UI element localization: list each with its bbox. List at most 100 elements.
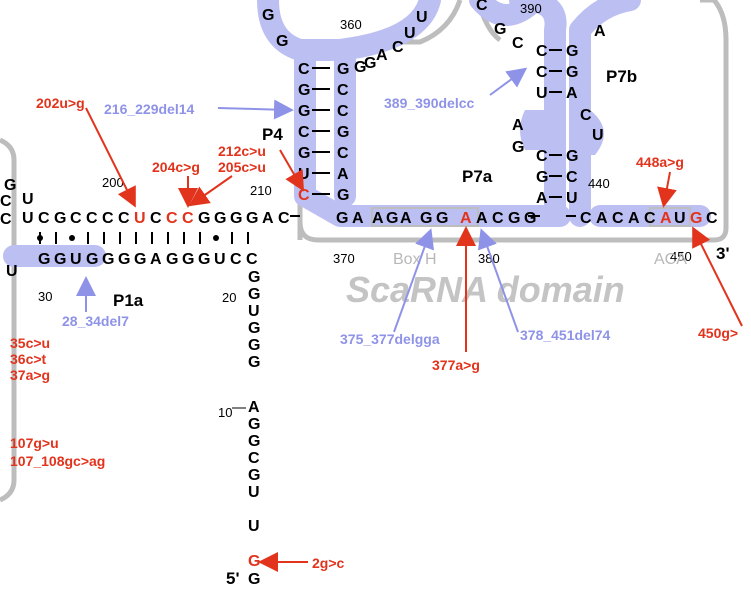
helix-label-p7b: P7b (606, 67, 637, 86)
nt: U (566, 190, 578, 207)
three-prime-strand: C A C A C A U G C (580, 210, 718, 227)
nt: C (337, 145, 349, 162)
nt: G (524, 210, 536, 227)
nt: G (182, 251, 194, 268)
nt: C (492, 210, 504, 227)
position-number: 450 (670, 249, 692, 264)
nt: G (337, 61, 349, 78)
nt: G (248, 433, 260, 450)
position-number: 10 (218, 405, 232, 420)
position-number: 370 (333, 251, 355, 266)
nt: U (248, 518, 260, 535)
wobble-dots (37, 235, 219, 241)
nt: C (248, 450, 260, 467)
nt: U (298, 166, 310, 183)
mutation-label: 107_108gc>ag (10, 453, 105, 469)
nt: C (476, 0, 488, 14)
nt: U (70, 251, 82, 268)
deletion-mutations: 216_229del14 389_390delcc 28_34del7 375_… (62, 95, 611, 347)
nt: C (706, 210, 718, 227)
nt: G (566, 148, 578, 165)
nt: C (580, 107, 592, 124)
left-domain-outline (0, 137, 17, 503)
nt: A (512, 117, 524, 134)
position-number: 360 (340, 17, 362, 32)
p4-loop: G G A C U U G G (262, 7, 428, 76)
nt: G (198, 210, 210, 227)
nt: C (70, 210, 82, 227)
nt: G (248, 354, 260, 371)
nt: C (536, 64, 548, 81)
left-fragment: G U C C U (0, 177, 34, 280)
nt: G (248, 467, 260, 484)
nt: A (628, 210, 640, 227)
scarna-domain-label: ScaRNA domain (346, 269, 625, 310)
mutation-label: 204c>g (152, 159, 200, 175)
nt: U (416, 9, 428, 26)
junction-strand: G A A G A G G A A C G G (336, 210, 536, 227)
nt: C (644, 210, 656, 227)
position-numbers: 10 20 30 200 210 360 370 380 390 440 450 (38, 1, 692, 420)
mutation-label: 107g>u (10, 435, 59, 451)
deletion-label: 216_229del14 (104, 101, 195, 117)
nt: U (404, 25, 416, 42)
nt: C (86, 210, 98, 227)
position-number: 30 (38, 289, 52, 304)
nt-mutated: C (182, 210, 194, 227)
p1-bottom-strand: G G U G G G G A G G G U C C (38, 251, 258, 268)
nt: U (22, 210, 34, 227)
nt: G (248, 269, 260, 286)
aca-label: ACA (654, 251, 687, 268)
nt: G (166, 251, 178, 268)
nt: C (246, 251, 258, 268)
nt: G (298, 145, 310, 162)
nt: G (198, 251, 210, 268)
nt: A (337, 166, 349, 183)
nt: C (0, 193, 12, 210)
nt: G (536, 169, 548, 186)
nt: C (298, 124, 310, 141)
nt: G (248, 286, 260, 303)
nt: G (248, 571, 260, 588)
p4-stem: C G G C G U C G C C G C A G (298, 61, 349, 204)
nt: G (262, 7, 274, 24)
point-mutations: 202u>g 204c>g 205c>u 212c>u 448a>g 450g>… (10, 95, 738, 571)
nt: U (214, 251, 226, 268)
nt: G (337, 124, 349, 141)
nt: G (214, 210, 226, 227)
nt: C (118, 210, 130, 227)
nt: G (512, 139, 524, 156)
position-number: 210 (250, 183, 272, 198)
nt: A (536, 190, 548, 207)
deletion-label: 378_451del74 (520, 327, 611, 343)
nt: G (276, 33, 288, 50)
nt-mutated: C (298, 187, 310, 204)
nt-mutated: U (134, 210, 146, 227)
mutation-label: 35c>u (10, 335, 50, 351)
deletion-label: 28_34del7 (62, 313, 129, 329)
mutation-label: 205c>u (218, 159, 266, 175)
nt: C (230, 251, 242, 268)
mutation-label: 448a>g (636, 154, 684, 170)
nt: C (392, 39, 404, 56)
helix-label-p4: P4 (262, 125, 283, 144)
backbone-highlight (3, 0, 711, 267)
deletion-label: 375_377delgga (340, 331, 440, 347)
five-prime-tail: G G U G G G A G G C G U U G G (248, 269, 260, 588)
nt-mutated: C (166, 210, 178, 227)
nt: G (54, 251, 66, 268)
nt: C (337, 82, 349, 99)
nt: G (86, 251, 98, 268)
nt: G (494, 21, 506, 38)
nt: A (150, 251, 162, 268)
position-number: 20 (222, 290, 236, 305)
nt: U (22, 191, 34, 208)
nt: A (566, 85, 578, 102)
nt: C (536, 43, 548, 60)
nt: C (536, 148, 548, 165)
nt: A (248, 399, 260, 416)
nt: G (436, 210, 448, 227)
nt: G (364, 55, 376, 72)
